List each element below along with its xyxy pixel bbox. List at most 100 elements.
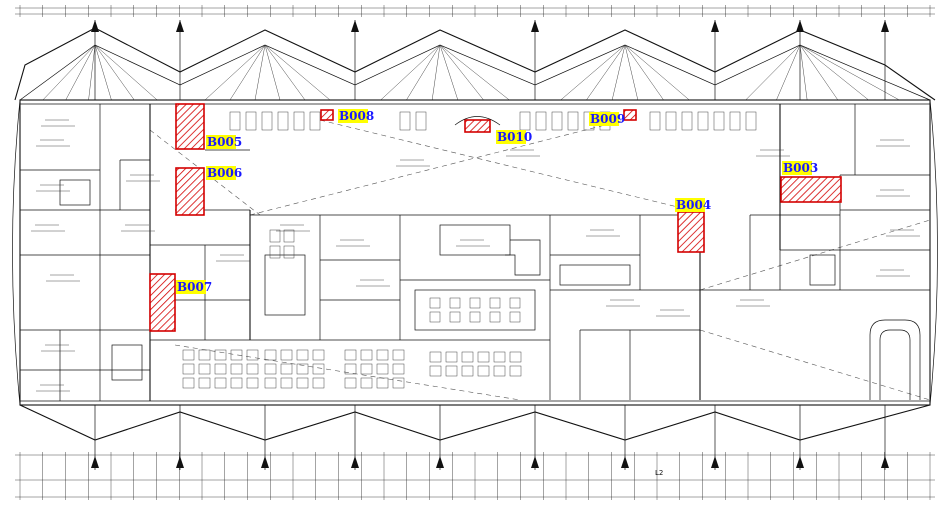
bench <box>296 363 309 375</box>
bench <box>697 111 709 131</box>
bench <box>429 365 442 377</box>
roof-rib <box>624 44 690 101</box>
bench <box>214 349 227 361</box>
building-outline <box>12 99 938 406</box>
marker-b009-label: B009 <box>590 112 625 126</box>
roof-rib <box>799 44 839 101</box>
bench <box>246 349 259 361</box>
arrow-head-up <box>91 456 99 468</box>
bench <box>280 349 293 361</box>
roof-rib <box>42 44 96 101</box>
marker-b010-label: B010 <box>497 130 532 144</box>
bench <box>449 297 461 309</box>
marker-b009[interactable]: B009 <box>589 112 625 126</box>
marker-b007-label: B007 <box>177 280 212 294</box>
marker-b006[interactable]: B006 <box>206 166 242 180</box>
roof-rib <box>799 44 869 101</box>
bench <box>376 377 389 389</box>
roof-rib <box>776 44 801 101</box>
bench <box>182 363 195 375</box>
right-rooms <box>700 104 930 400</box>
zone-b010[interactable] <box>464 119 491 133</box>
bench <box>429 311 441 323</box>
bench <box>392 363 405 375</box>
arrow-head-up <box>351 456 359 468</box>
bench <box>296 349 309 361</box>
marker-b008-label: B008 <box>339 109 374 123</box>
bench <box>493 365 506 377</box>
zone-b005[interactable] <box>175 103 205 150</box>
roof-rib <box>439 44 459 101</box>
roof-outline <box>14 27 936 101</box>
bench <box>283 229 295 243</box>
bench <box>477 365 490 377</box>
bench <box>519 111 531 131</box>
bench <box>198 349 211 361</box>
marker-b004[interactable]: B004 <box>675 198 711 212</box>
roof-rib <box>264 44 331 101</box>
roof-rib <box>406 44 441 101</box>
arrow-head-up <box>711 20 719 32</box>
zone-b009[interactable] <box>623 109 637 121</box>
bench <box>477 351 490 363</box>
bench <box>214 363 227 375</box>
bottom-outline <box>15 404 935 500</box>
zone-b006[interactable] <box>175 167 205 216</box>
bench <box>376 363 389 375</box>
bench <box>264 349 277 361</box>
bench <box>230 363 243 375</box>
roof-rib <box>94 44 112 101</box>
bench <box>509 297 521 309</box>
roof-rib <box>624 44 639 101</box>
roof-rib <box>745 44 801 101</box>
arrow-head-up <box>436 456 444 468</box>
roof-rib <box>799 44 900 101</box>
arrow-head-up <box>261 456 269 468</box>
arrow-head-up <box>176 456 184 468</box>
bench <box>261 111 273 131</box>
bench <box>312 363 325 375</box>
bench <box>296 377 309 389</box>
arrow-head-up <box>621 456 629 468</box>
zone-b007[interactable] <box>149 273 176 332</box>
bench <box>360 377 373 389</box>
roof-rib <box>799 44 808 101</box>
arrow-head-up <box>711 456 719 468</box>
bench <box>309 111 321 131</box>
roof-rib <box>611 44 626 101</box>
roof-rib <box>229 44 266 101</box>
roof-rib <box>586 44 626 101</box>
marker-b007[interactable]: B007 <box>176 280 212 294</box>
highlight-zones <box>149 103 842 332</box>
roof-rib <box>431 44 441 101</box>
marker-b005[interactable]: B005 <box>206 135 242 149</box>
bench <box>360 349 373 361</box>
zone-b008[interactable] <box>320 109 334 121</box>
bench <box>230 349 243 361</box>
bench <box>681 111 693 131</box>
marker-b010[interactable]: B010 <box>496 130 532 144</box>
roof-rib <box>254 44 266 101</box>
bench <box>198 363 211 375</box>
roof-rib <box>624 44 664 101</box>
bench <box>246 363 259 375</box>
roof-rib <box>439 44 484 101</box>
roof-rib <box>88 44 96 101</box>
zone-b004[interactable] <box>677 211 705 253</box>
bench <box>399 111 411 131</box>
marker-b003[interactable]: B003 <box>782 161 818 175</box>
marker-b003-label: B003 <box>783 161 818 175</box>
arrow-head-up <box>351 20 359 32</box>
bench <box>264 363 277 375</box>
arrow-head-up <box>796 20 804 32</box>
bench <box>567 111 579 131</box>
bench <box>729 111 741 131</box>
bench <box>445 365 458 377</box>
zone-b003[interactable] <box>780 176 842 203</box>
bench <box>745 111 757 131</box>
roof-rib <box>65 44 96 101</box>
marker-b006-label: B006 <box>207 166 242 180</box>
marker-b008[interactable]: B008 <box>338 109 374 123</box>
bench <box>280 363 293 375</box>
